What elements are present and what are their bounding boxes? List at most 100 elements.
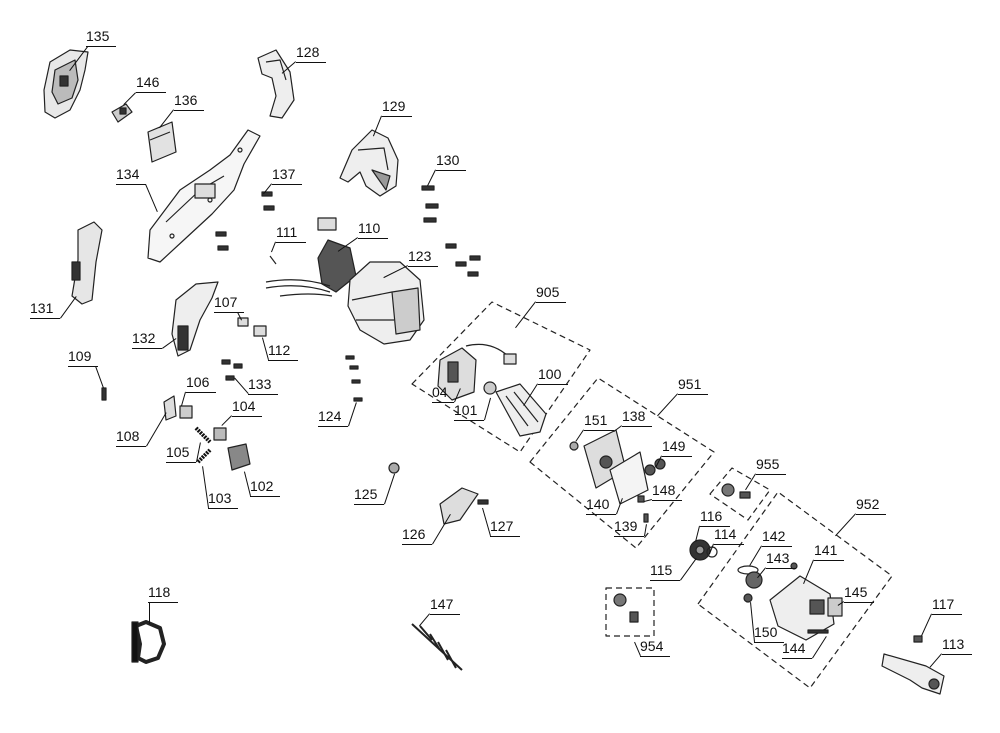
stator-part	[437, 343, 517, 401]
callout-underline-137	[272, 184, 302, 185]
callout-label-135: 135	[86, 28, 110, 44]
callout-underline-114	[714, 544, 744, 545]
callout-label-108: 108	[116, 428, 140, 444]
callout-label-955: 955	[756, 456, 780, 472]
callout-underline-146	[136, 92, 166, 93]
callout-label-104: 104	[232, 398, 256, 414]
callout-label-102: 102	[250, 478, 274, 494]
callout-underline-144	[782, 658, 812, 659]
bearing-150	[743, 593, 753, 603]
callout-underline-134	[116, 184, 146, 185]
housing-shell-part	[43, 49, 89, 119]
callout-label-148: 148	[652, 482, 676, 498]
brush-holder-108	[163, 395, 177, 421]
callout-underline-136	[174, 110, 204, 111]
callout-underline-905	[536, 302, 566, 303]
callout-underline-142	[762, 546, 792, 547]
callout-underline-135	[86, 46, 116, 47]
gearbox-141	[769, 575, 835, 641]
callout-underline-112	[268, 360, 298, 361]
callout-underline-109	[68, 366, 98, 367]
callout-label-952: 952	[856, 496, 880, 512]
callout-label-905: 905	[536, 284, 560, 300]
callout-underline-104	[232, 416, 262, 417]
callout-underline-131	[30, 318, 60, 319]
callout-label-151: 151	[584, 412, 608, 428]
callout-label-115: 115	[650, 562, 673, 578]
callout-label-126: 126	[402, 526, 426, 542]
callout-label-112: 112	[268, 342, 291, 358]
callout-label-147: 147	[430, 596, 454, 612]
callout-label-110: 110	[358, 220, 381, 236]
callout-label-106: 106	[186, 374, 210, 390]
callout-underline-115	[650, 580, 680, 581]
gear-116	[689, 539, 711, 561]
callout-underline-151	[584, 430, 614, 431]
pin-117	[913, 635, 923, 643]
callout-underline-139	[614, 536, 644, 537]
callout-underline-129	[382, 116, 412, 117]
brush-106	[179, 405, 193, 419]
callout-label-134: 134	[116, 166, 140, 182]
auger-147	[411, 623, 463, 671]
screws-130	[421, 185, 481, 277]
callout-underline-126	[402, 544, 432, 545]
callout-underline-147	[430, 614, 460, 615]
motor-housing-part	[347, 261, 425, 345]
group-box-955	[709, 467, 771, 521]
callout-label-142: 142	[762, 528, 786, 544]
callout-underline-141	[814, 560, 844, 561]
frame-part	[147, 129, 261, 263]
callout-label-137: 137	[272, 166, 296, 182]
handle-insert-part	[171, 281, 219, 357]
bearing-143	[745, 571, 763, 589]
callout-label-139: 139	[614, 518, 638, 534]
callout-underline-954	[640, 656, 670, 657]
side-cover-part	[71, 221, 103, 305]
callout-underline-955	[756, 474, 786, 475]
callout-label-146: 146	[136, 74, 160, 90]
callout-underline-127	[490, 536, 520, 537]
handle-cover-part	[339, 129, 399, 197]
callout-label-111: 111	[276, 224, 298, 240]
block-107	[237, 317, 249, 327]
bearing-101	[483, 381, 497, 395]
wire-111	[269, 255, 277, 265]
callout-underline-110	[358, 238, 388, 239]
switch-wires-part	[265, 217, 357, 297]
small-switch-part	[111, 103, 133, 123]
callout-underline-150	[754, 642, 784, 643]
leader-line-118	[149, 602, 150, 624]
plate-part	[147, 121, 177, 163]
carbon-brush-102	[227, 443, 251, 471]
callout-label-954: 954	[640, 638, 664, 654]
callout-label-105: 105	[166, 444, 190, 460]
callout-label-951: 951	[678, 376, 702, 392]
callout-label-133: 133	[248, 376, 272, 392]
callout-label-132: 132	[132, 330, 156, 346]
callout-label-123: 123	[408, 248, 432, 264]
callout-underline-116	[700, 526, 730, 527]
callout-underline-107	[214, 312, 244, 313]
ring-114	[706, 546, 718, 558]
callout-label-117: 117	[932, 596, 955, 612]
callout-label-125: 125	[354, 486, 378, 502]
screws-124	[345, 355, 363, 402]
callout-label-149: 149	[662, 438, 686, 454]
callout-underline-133	[248, 394, 278, 395]
callout-underline-952	[856, 514, 886, 515]
callout-underline-101	[454, 420, 484, 421]
callout-underline-130	[436, 170, 466, 171]
gasket-140	[609, 451, 649, 505]
callout-label-118: 118	[148, 584, 171, 600]
bearing-151	[569, 441, 579, 451]
drive-shaft-113	[881, 653, 945, 695]
callout-underline-106	[186, 392, 216, 393]
callout-underline-100	[538, 384, 568, 385]
callout-label-113: 113	[942, 636, 965, 652]
brush-104	[213, 427, 227, 441]
d-handle-118	[131, 620, 166, 664]
group-box-954	[605, 587, 655, 637]
pin-139	[643, 513, 649, 523]
